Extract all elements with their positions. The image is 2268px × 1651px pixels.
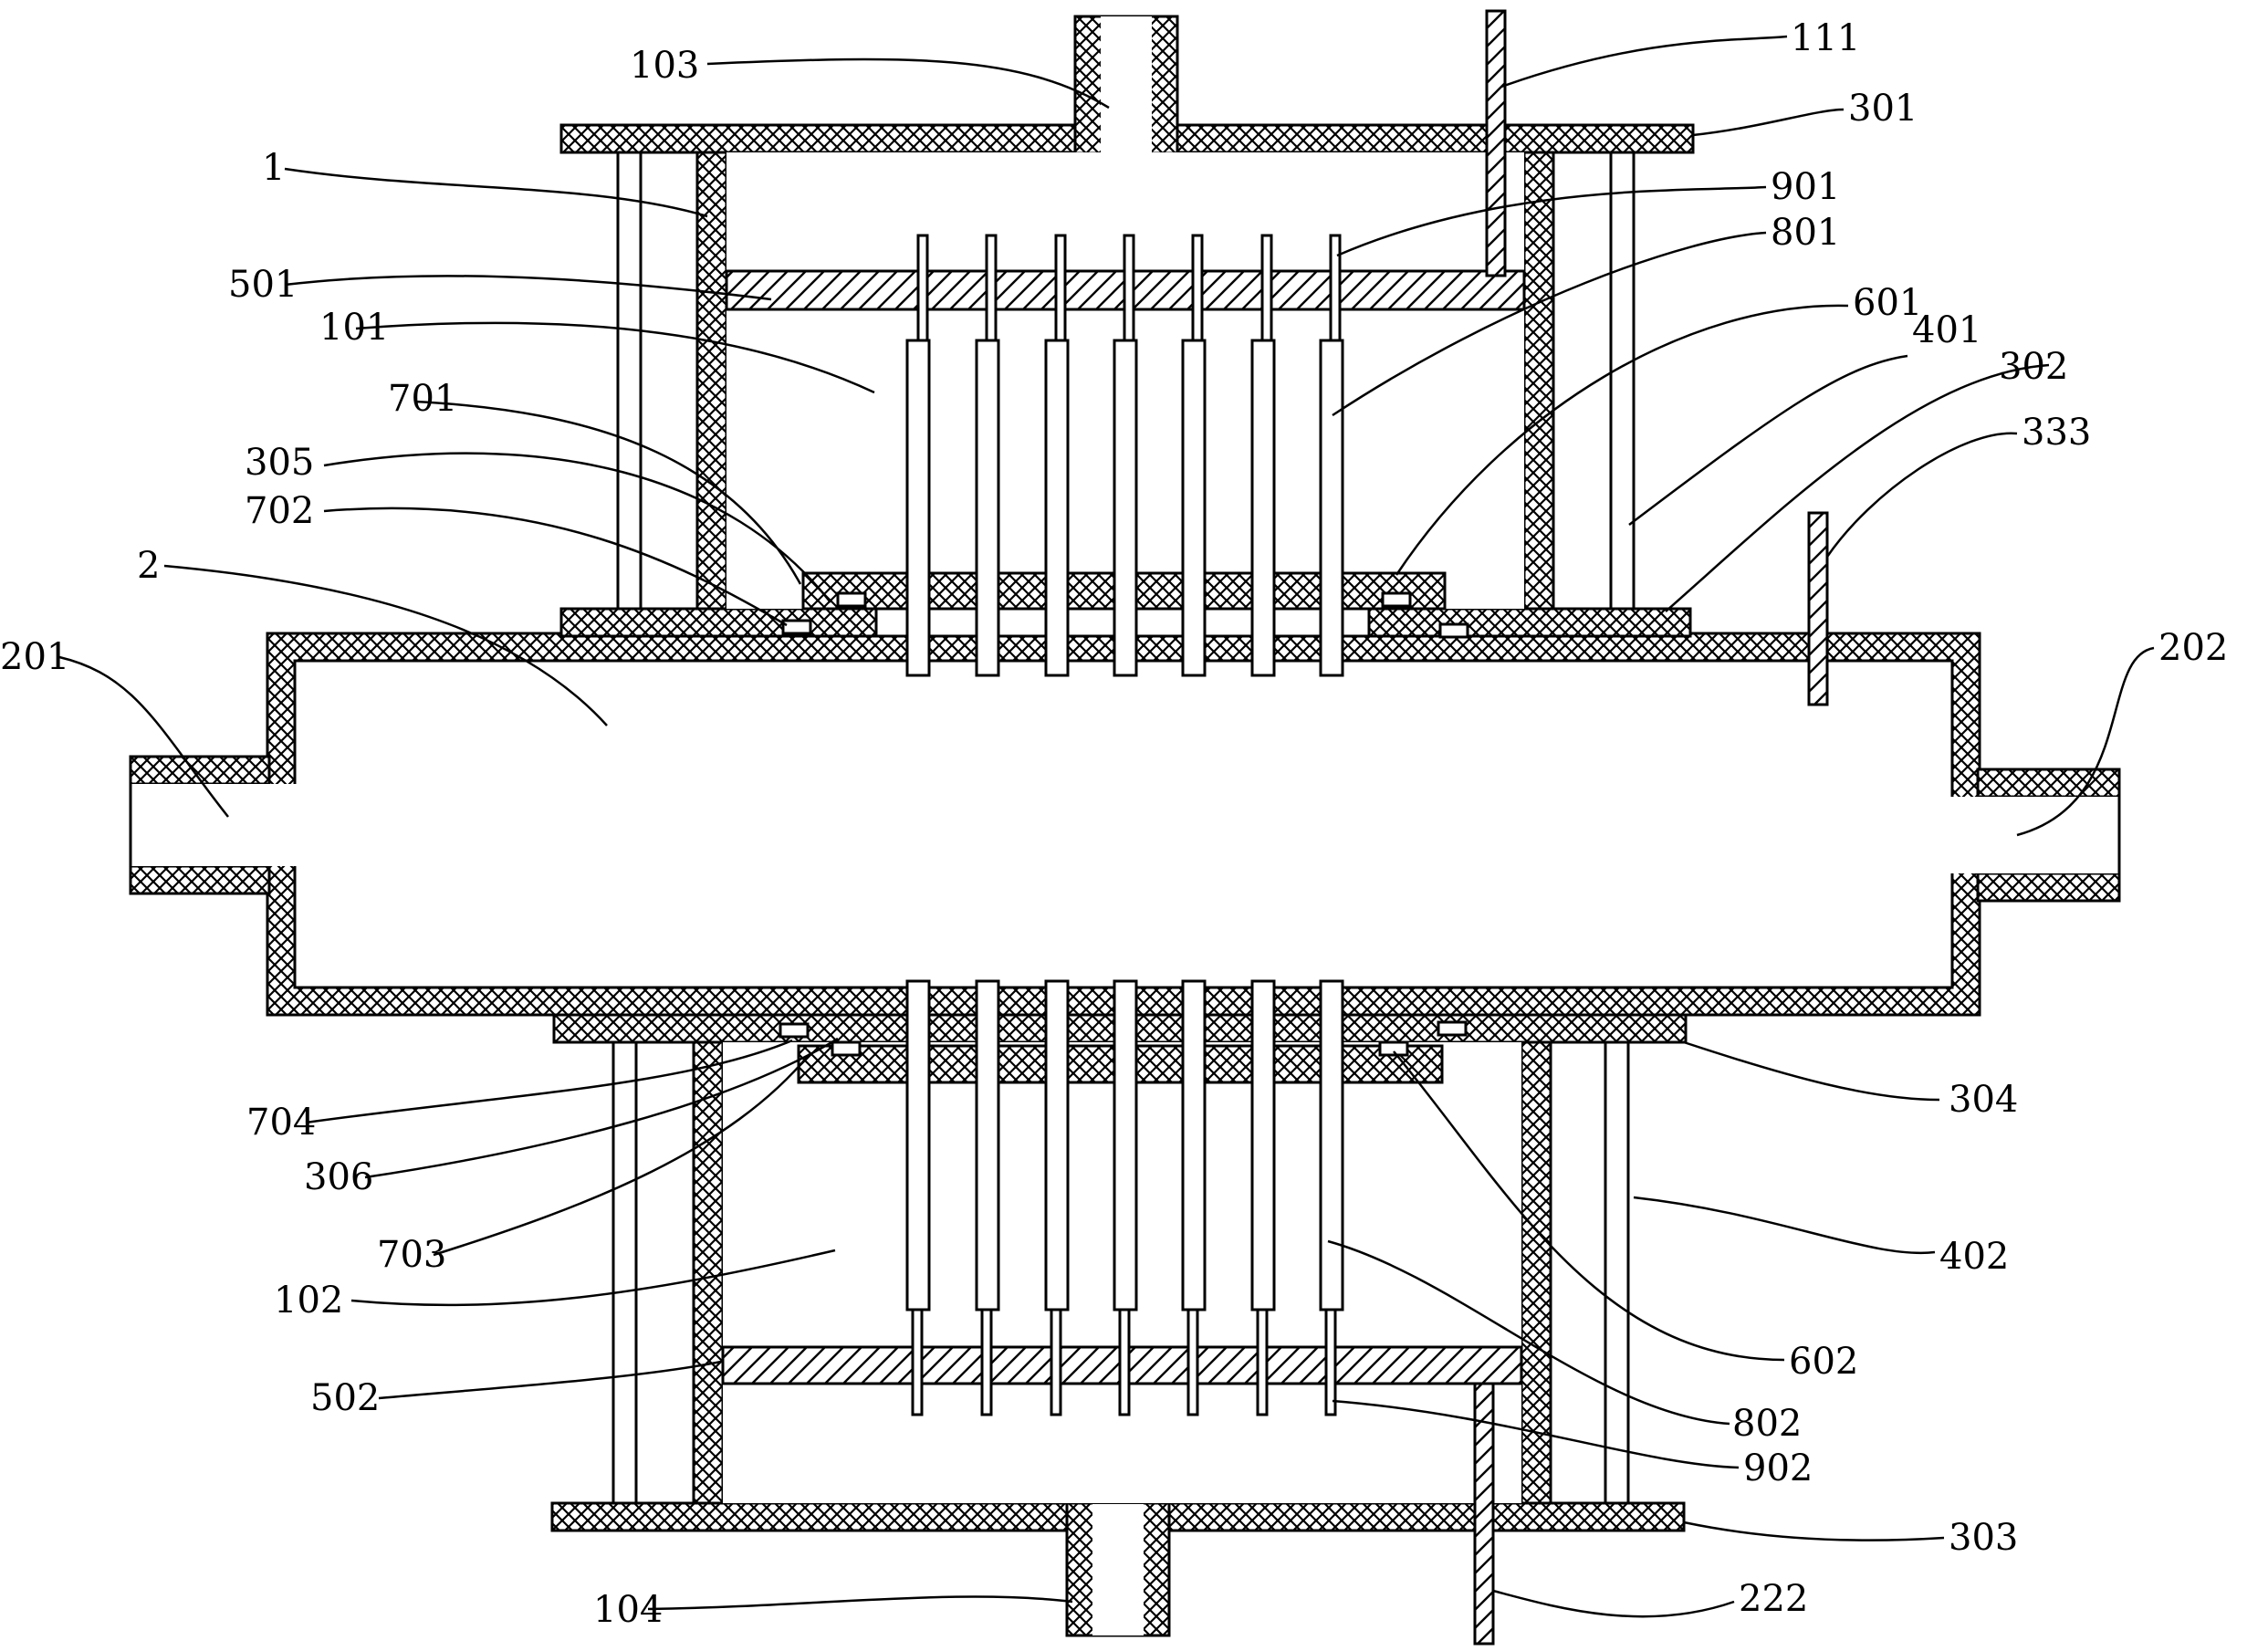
label-201: 201 [0, 636, 69, 678]
label-703: 703 [377, 1234, 446, 1276]
label-301: 301 [1848, 88, 1918, 130]
label-802: 802 [1732, 1403, 1802, 1445]
label-103: 103 [630, 45, 699, 87]
label-501: 501 [228, 264, 298, 306]
central-cylinder [266, 632, 1981, 1017]
label-401: 401 [1912, 309, 1981, 351]
rod-333 [1807, 511, 1829, 706]
label-305: 305 [245, 442, 314, 484]
label-402: 402 [1939, 1236, 2009, 1278]
label-902: 902 [1743, 1447, 1813, 1489]
upper-probes [905, 234, 1344, 677]
label-222: 222 [1739, 1578, 1808, 1620]
label-304: 304 [1949, 1079, 2018, 1121]
label-601: 601 [1853, 282, 1922, 324]
label-101: 101 [319, 307, 389, 349]
label-102: 102 [274, 1280, 343, 1322]
label-333: 333 [2022, 412, 2091, 454]
label-602: 602 [1789, 1341, 1858, 1383]
lower-seals [779, 1020, 1468, 1057]
lower-probes [905, 979, 1344, 1416]
outlet-pipe [1950, 768, 2121, 903]
inlet-pipe [129, 755, 297, 895]
label-801: 801 [1771, 212, 1840, 254]
upper-seals [781, 591, 1469, 639]
label-104: 104 [593, 1589, 663, 1631]
leader-lines [58, 35, 2155, 1618]
label-202: 202 [2158, 627, 2228, 669]
label-701: 701 [388, 378, 457, 420]
label-502: 502 [310, 1377, 380, 1419]
label-901: 901 [1771, 166, 1840, 208]
label-704: 704 [246, 1102, 316, 1144]
label-1: 1 [262, 147, 285, 189]
part-labels: 103 111 301 1 901 801 501 601 101 401 30… [0, 17, 2228, 1631]
label-306: 306 [304, 1156, 373, 1198]
label-302: 302 [1999, 346, 2068, 388]
label-303: 303 [1949, 1517, 2018, 1559]
label-2: 2 [137, 545, 160, 587]
label-702: 702 [245, 490, 314, 532]
label-111: 111 [1791, 17, 1860, 59]
